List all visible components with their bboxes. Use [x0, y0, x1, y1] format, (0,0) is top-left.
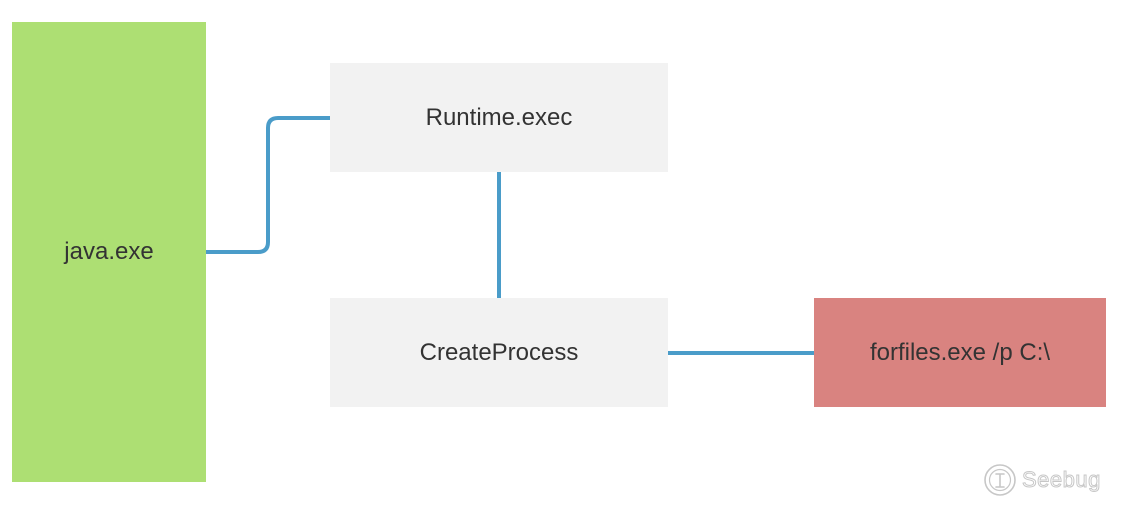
edge-java-runtime [206, 116, 330, 254]
node-forfiles-exe: forfiles.exe /p C:\ [814, 298, 1106, 407]
node-create-process: CreateProcess [330, 298, 668, 407]
node-runtime-exec-label: Runtime.exec [425, 103, 573, 131]
seebug-watermark: Seebug [982, 462, 1101, 498]
node-runtime-exec: Runtime.exec [330, 63, 668, 172]
seebug-watermark-text: Seebug [1022, 467, 1101, 493]
seebug-logo-icon [984, 464, 1016, 496]
node-java-exe-label: java.exe [64, 238, 154, 265]
node-create-process-label: CreateProcess [419, 338, 579, 366]
node-forfiles-exe-label: forfiles.exe /p C:\ [869, 338, 1051, 366]
node-java-exe: java.exe [12, 22, 206, 482]
